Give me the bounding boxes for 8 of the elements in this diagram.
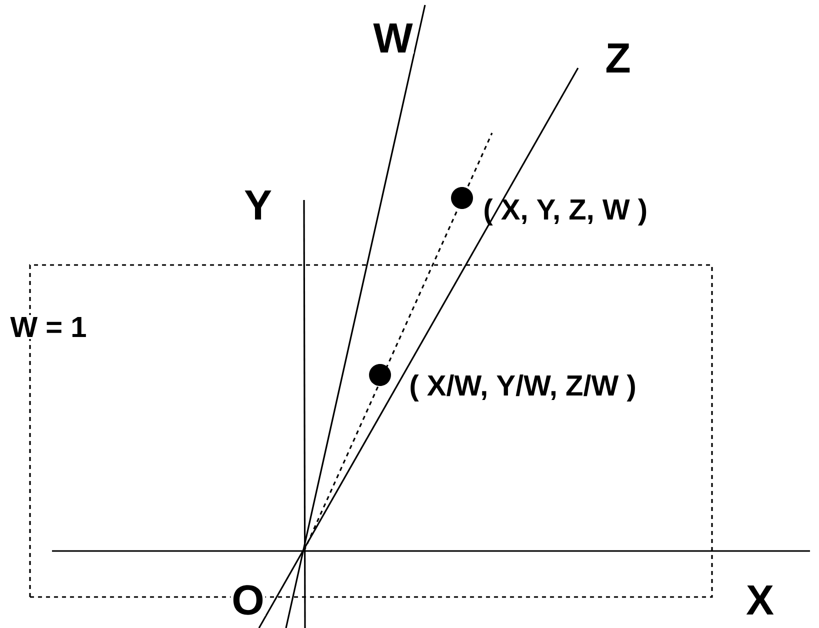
- axis-label: Y: [243, 190, 274, 220]
- coordinate-label: ( X/W, Y/W, Z/W ): [410, 374, 635, 402]
- axis-label: Z: [604, 42, 632, 74]
- axis-label: O: [230, 584, 266, 616]
- axis-label: W: [372, 22, 414, 54]
- axis-label: X: [745, 584, 775, 616]
- coordinate-label: ( X, Y, Z, W ): [484, 198, 646, 226]
- plane-label: W = 1: [8, 315, 89, 339]
